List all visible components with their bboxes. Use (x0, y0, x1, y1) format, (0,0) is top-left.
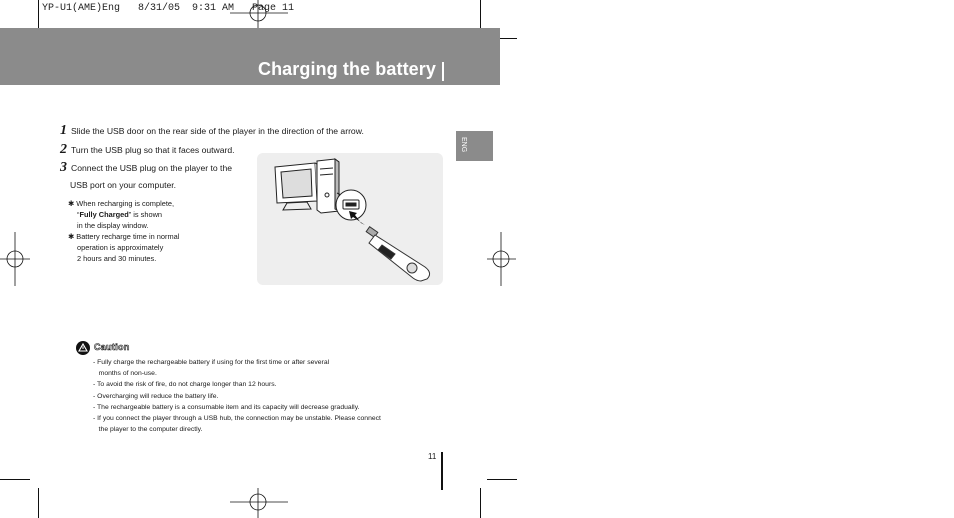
caution-list: - Fully charge the rechargeable battery … (93, 357, 381, 435)
print-slug: YP-U1(AME)Eng 8/31/05 9:31 AM Page 11 (42, 3, 295, 14)
caution-icon (76, 341, 90, 355)
title-banner: Charging the battery (0, 28, 500, 85)
caution-item: - Overcharging will reduce the battery l… (93, 392, 219, 400)
caution-item: - Fully charge the rechargeable battery … (93, 359, 330, 366)
step-text: Slide the USB door on the rear side of t… (71, 126, 364, 136)
note-bullet: ✱ (68, 199, 75, 208)
caution-item: the player to the computer directly. (93, 426, 203, 434)
computer-and-player-image (274, 158, 431, 282)
charging-illustration (257, 153, 443, 285)
step-number: 2 (60, 142, 67, 157)
usb-port-magnifier-icon (335, 189, 367, 221)
page-number-divider (441, 452, 443, 490)
caution-item: months of non-use. (93, 370, 157, 378)
caution-item: - To avoid the risk of fire, do not char… (93, 381, 277, 389)
step-number: 3 (60, 160, 67, 175)
title-divider (442, 62, 444, 81)
step-text: Turn the USB plug so that it faces outwa… (71, 145, 235, 155)
language-tab-label: ENG (460, 137, 467, 153)
step-2: 2 Turn the USB plug so that it faces outw… (60, 142, 235, 158)
caution-heading: Caution (94, 342, 130, 353)
page-number: 11 (428, 452, 437, 461)
caution-item: - The rechargeable battery is a consumab… (93, 403, 360, 411)
note-fully-charged: ✱ When recharging is complete, “Fully Ch… (68, 199, 180, 263)
step-number: 1 (60, 123, 67, 138)
step-3: 3 Connect the USB plug on the player to t… (60, 160, 232, 176)
fully-charged-label: Fully Charged (79, 210, 129, 219)
computer-tower-icon (316, 158, 340, 214)
step-1: 1 Slide the USB door on the rear side of … (60, 123, 364, 139)
step-text: Connect the USB plug on the player to th… (71, 163, 232, 173)
page-title: Charging the battery (257, 59, 436, 79)
caution-item: - If you connect the player through a US… (93, 415, 381, 423)
step-3-continuation: USB port on your computer. (70, 180, 177, 190)
note-bullet: ✱ (68, 232, 75, 241)
arrow-icon (349, 211, 365, 225)
language-tab: ENG (456, 131, 493, 161)
mp3-player-icon (365, 225, 431, 282)
